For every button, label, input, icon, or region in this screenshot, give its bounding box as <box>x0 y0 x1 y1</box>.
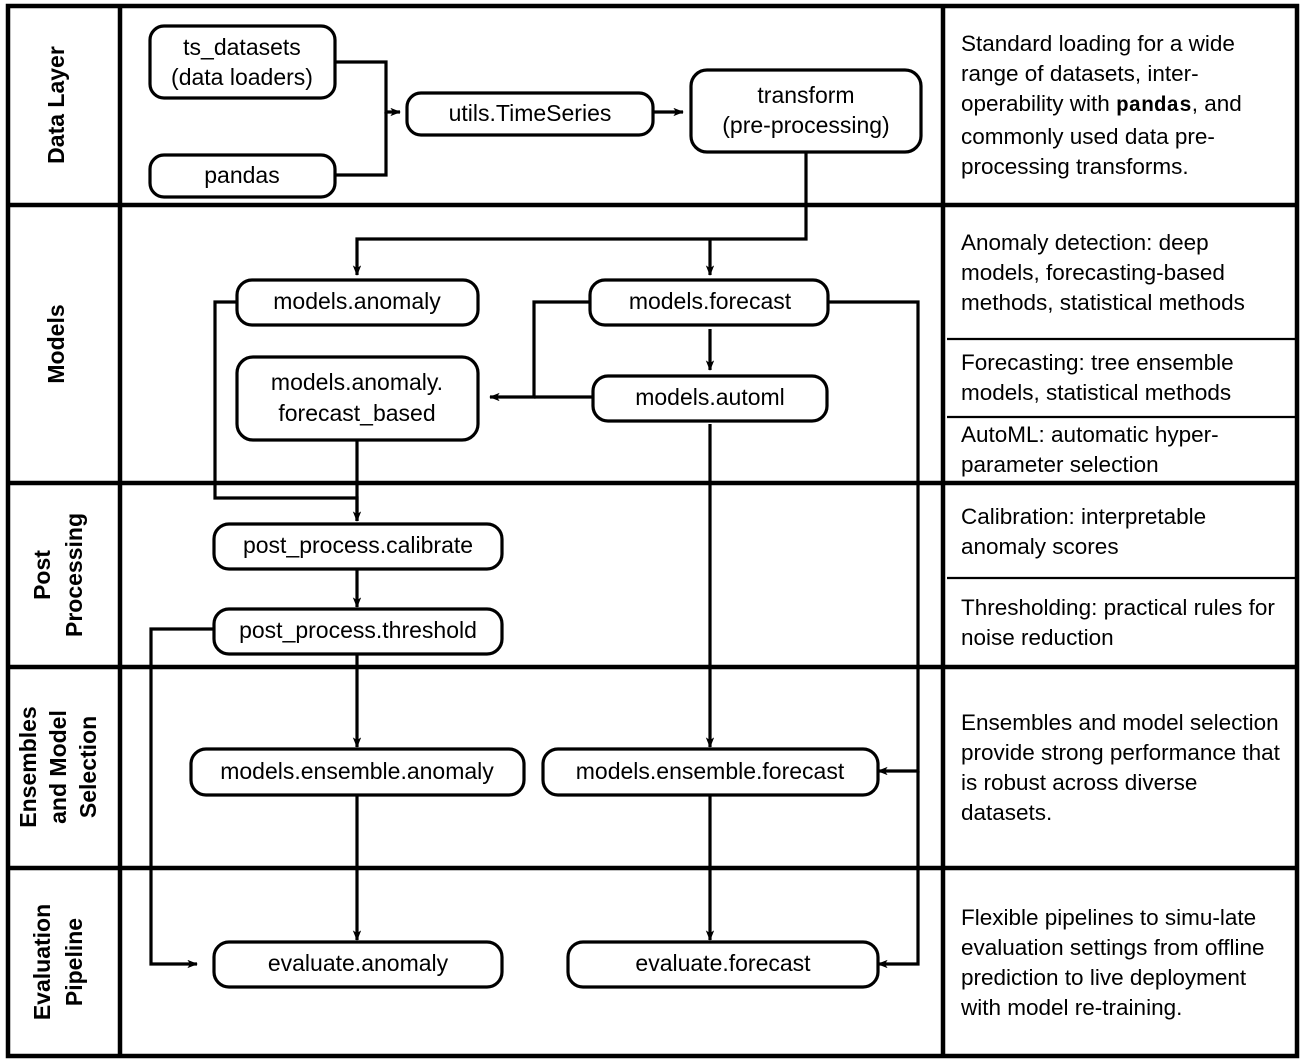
node-evaluate-anomaly-label: evaluate.anomaly <box>268 950 449 976</box>
node-ts-datasets-line2: (data loaders) <box>171 64 313 90</box>
node-post-process-calibrate[interactable]: post_process.calibrate <box>212 522 504 571</box>
node-models-ensemble-forecast[interactable]: models.ensemble.forecast <box>541 747 880 797</box>
node-models-anomaly-forecast-based[interactable]: models.anomaly. forecast_based <box>235 355 480 442</box>
desc-models-forecasting: Forecasting: tree ensemble models, stati… <box>947 341 1295 415</box>
node-transform-line2: (pre-processing) <box>722 112 889 138</box>
desc-models-automl-text: AutoML: automatic hyper-parameter select… <box>961 422 1219 477</box>
row-label-models: Models <box>43 304 69 383</box>
row-label-evaluation: Evaluation Pipeline <box>29 904 87 1020</box>
desc-ensembles: Ensembles and model selection provide st… <box>947 671 1295 864</box>
node-threshold-label: post_process.threshold <box>239 617 477 643</box>
node-ts-datasets-line1: ts_datasets <box>183 34 301 60</box>
table-grid <box>5 3 1300 1059</box>
node-ensemble-anomaly-label: models.ensemble.anomaly <box>220 758 494 784</box>
desc-data-layer: Standard loading for a wide range of dat… <box>947 10 1295 201</box>
row-label-ensembles-line2: and Model <box>45 710 71 824</box>
node-transform-line1: transform <box>757 82 854 108</box>
node-models-automl[interactable]: models.automl <box>591 374 829 423</box>
row-label-models-text: Models <box>43 304 69 383</box>
node-models-automl-label: models.automl <box>635 384 785 410</box>
node-transform[interactable]: transform (pre-processing) <box>689 68 923 154</box>
desc-models-anomaly-text: Anomaly detection: deep models, forecast… <box>961 230 1245 315</box>
node-models-forecast[interactable]: models.forecast <box>588 278 830 327</box>
desc-models-anomaly: Anomaly detection: deep models, forecast… <box>947 209 1295 337</box>
node-forecast-based-line2: forecast_based <box>278 400 435 426</box>
node-utils-timeseries[interactable]: utils.TimeSeries <box>405 91 655 137</box>
node-ensemble-forecast-label: models.ensemble.forecast <box>576 758 845 784</box>
row-label-ensembles-line1: Ensembles <box>15 706 41 827</box>
node-models-anomaly-label: models.anomaly <box>273 288 441 314</box>
row-label-ensembles-line3: Selection <box>75 716 101 818</box>
node-evaluate-forecast[interactable]: evaluate.forecast <box>566 940 880 989</box>
pandas-code-token: pandas <box>1116 95 1192 118</box>
node-post-process-threshold[interactable]: post_process.threshold <box>212 607 504 656</box>
row-label-data-layer-text: Data Layer <box>43 46 69 164</box>
desc-ensembles-text: Ensembles and model selection provide st… <box>961 709 1280 825</box>
node-models-forecast-label: models.forecast <box>629 288 792 314</box>
node-forecast-based-line1: models.anomaly. <box>271 369 443 395</box>
row-label-evaluation-line2: Pipeline <box>61 918 87 1006</box>
node-utils-timeseries-label: utils.TimeSeries <box>449 100 612 126</box>
row-label-data-layer: Data Layer <box>43 46 69 164</box>
row-label-post-processing-line1: Post <box>29 550 55 600</box>
desc-thresholding-text: Thresholding: practical rules for noise … <box>961 594 1275 650</box>
desc-calibration-text: Calibration: interpretable anomaly score… <box>961 503 1207 559</box>
row-label-ensembles: Ensembles and Model Selection <box>15 706 101 827</box>
node-evaluate-anomaly[interactable]: evaluate.anomaly <box>212 940 504 989</box>
node-pandas[interactable]: pandas <box>148 153 337 199</box>
desc-calibration: Calibration: interpretable anomaly score… <box>947 487 1295 576</box>
node-pandas-label: pandas <box>204 162 279 188</box>
desc-models-forecasting-text: Forecasting: tree ensemble models, stati… <box>961 350 1234 405</box>
desc-data-layer-text: Standard loading for a wide range of dat… <box>961 31 1242 179</box>
desc-evaluation-text: Flexible pipelines to simu-late evaluati… <box>961 905 1265 1020</box>
node-evaluate-forecast-label: evaluate.forecast <box>635 950 811 976</box>
node-calibrate-label: post_process.calibrate <box>243 532 473 558</box>
row-label-evaluation-line1: Evaluation <box>29 904 55 1020</box>
connectors <box>149 60 920 969</box>
row-label-post-processing-line2: Processing <box>61 513 87 637</box>
node-ts-datasets[interactable]: ts_datasets (data loaders) <box>148 24 337 100</box>
desc-thresholding: Thresholding: practical rules for noise … <box>947 580 1295 665</box>
desc-models-automl: AutoML: automatic hyper-parameter select… <box>947 419 1295 481</box>
desc-evaluation: Flexible pipelines to simu-late evaluati… <box>947 872 1295 1054</box>
node-models-ensemble-anomaly[interactable]: models.ensemble.anomaly <box>189 747 526 797</box>
node-models-anomaly[interactable]: models.anomaly <box>235 278 480 327</box>
row-label-post-processing: Post Processing <box>29 513 87 637</box>
